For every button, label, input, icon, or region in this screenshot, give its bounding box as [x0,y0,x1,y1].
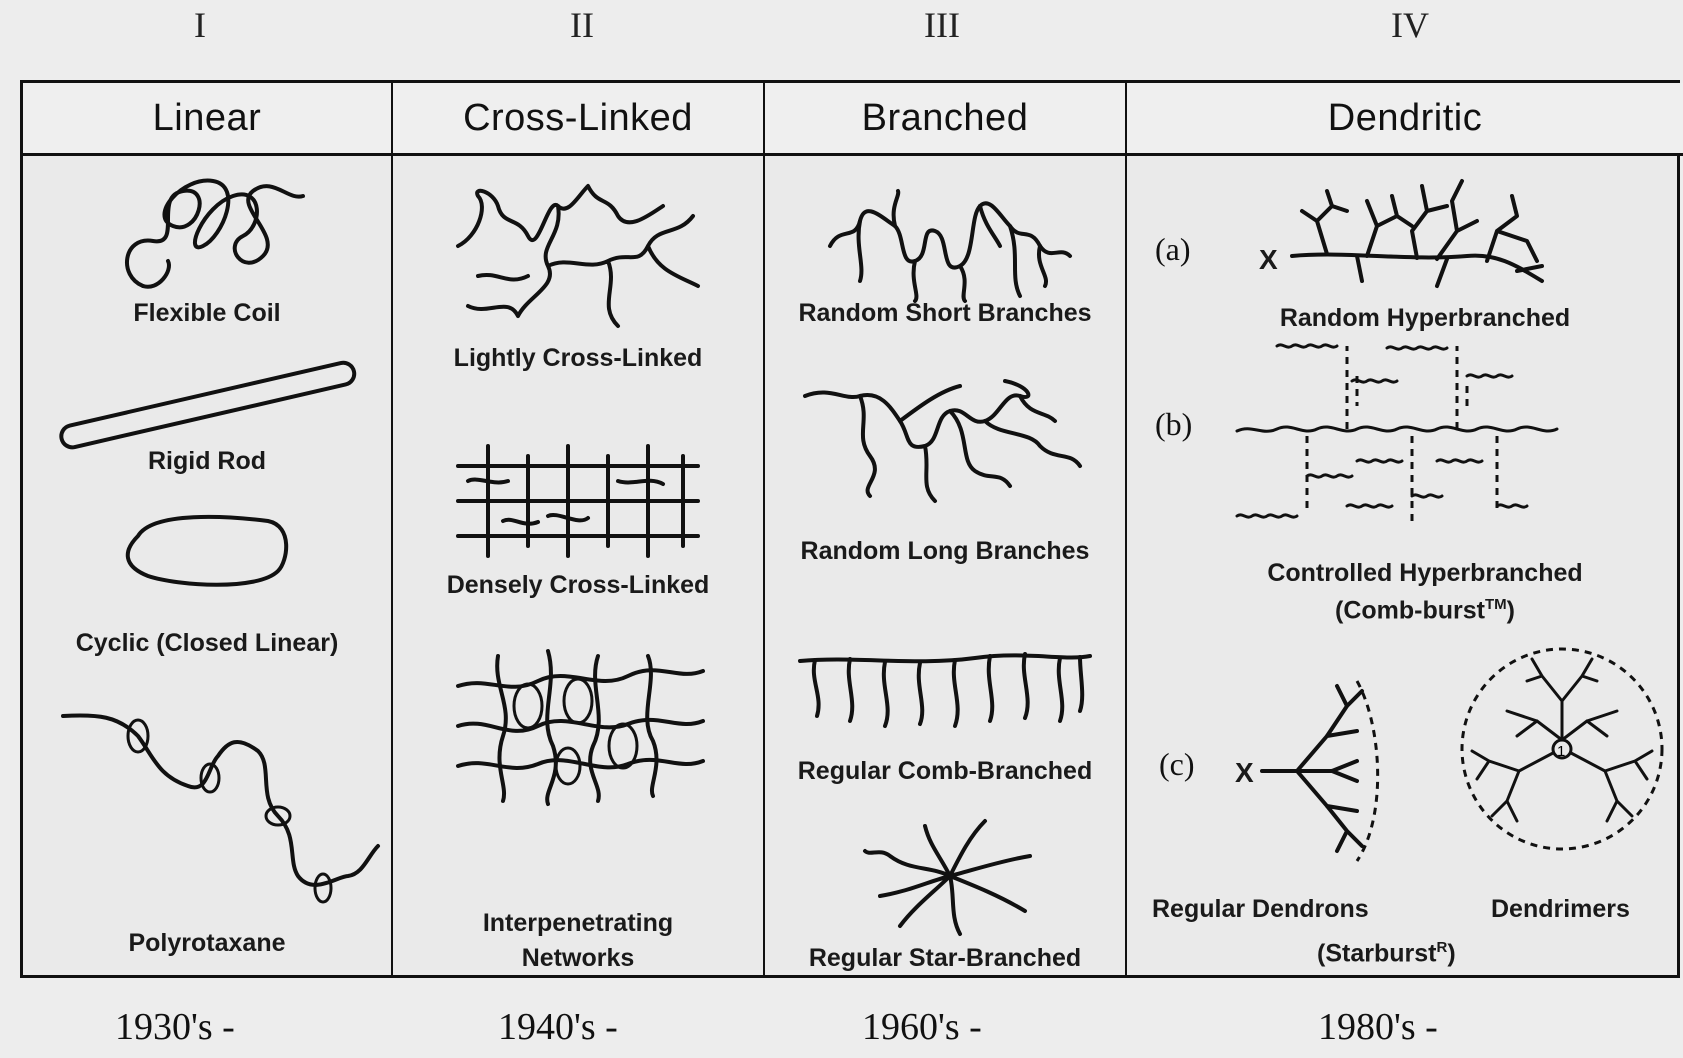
era-decade-3: 1960's - [862,1005,982,1049]
caption-networks: Networks [393,941,763,975]
label-a: (a) [1155,231,1191,268]
caption-comb-burst: (Comb-burstTM) [1167,588,1683,627]
random-long-branches-figure [800,376,1090,506]
caption-random-long-branches: Random Long Branches [765,534,1125,568]
regular-dendron-figure [1257,666,1387,866]
dendrimer-core-label: 1 [1557,743,1565,760]
era-decade-2: 1940's - [498,1005,618,1049]
column-linear: Linear Flexible Coil Rigid Rod Cyclic (C… [23,83,393,975]
caption-interpenetrating: Interpenetrating [393,906,763,940]
column-header-crosslinked: Cross-Linked [393,83,763,156]
rigid-rod-figure [48,366,368,446]
era-numeral-2: II [570,4,594,46]
regular-comb-branched-figure [795,646,1095,736]
focal-point-a: X [1259,243,1278,277]
column-header-branched: Branched [765,83,1125,156]
random-short-branches-figure [820,186,1080,306]
column-header-linear: Linear [23,83,391,156]
polyrotaxane-figure [58,706,378,916]
caption-regular-star-branched: Regular Star-Branched [765,941,1125,975]
densely-crosslinked-figure [448,436,708,566]
controlled-hyperbranched-figure [1227,336,1567,546]
caption-regular-comb-branched: Regular Comb-Branched [765,754,1125,788]
era-decade-4: 1980's - [1318,1005,1438,1049]
column-dendritic: Dendritic (a) X Random Hyperbranched (b)… [1127,83,1683,975]
caption-random-short-branches: Random Short Branches [765,296,1125,330]
caption-controlled-hyperbranched: Controlled Hyperbranched [1167,556,1683,590]
caption-flexible-coil: Flexible Coil [23,296,391,330]
era-numeral-3: III [924,4,960,46]
regular-star-branched-figure [860,816,1040,936]
caption-random-hyperbranched: Random Hyperbranched [1167,301,1683,335]
column-header-dendritic: Dendritic [1127,83,1683,156]
era-numeral-4: IV [1391,4,1429,46]
era-numeral-1: I [194,4,206,46]
focal-point-c: X [1235,756,1254,790]
caption-cyclic: Cyclic (Closed Linear) [23,626,391,660]
cyclic-figure [118,506,298,596]
label-b: (b) [1155,406,1192,443]
column-crosslinked: Cross-Linked Lightly Cross-Linked Densel… [393,83,765,975]
caption-rigid-rod: Rigid Rod [23,444,391,478]
dendrimer-figure: 1 [1457,641,1667,856]
caption-starburst: (StarburstR) [1317,931,1456,970]
era-decade-1: 1930's - [115,1005,235,1049]
flexible-coil-figure [113,166,313,296]
caption-lightly-crosslinked: Lightly Cross-Linked [393,341,763,375]
caption-dendrimers: Dendrimers [1491,892,1630,926]
label-c: (c) [1159,746,1195,783]
interpenetrating-networks-figure [448,646,708,806]
lightly-crosslinked-figure [448,176,708,336]
column-branched: Branched Random Short Branches Random Lo… [765,83,1127,975]
caption-polyrotaxane: Polyrotaxane [23,926,391,960]
caption-densely-crosslinked: Densely Cross-Linked [393,568,763,602]
random-hyperbranched-figure [1287,171,1547,301]
caption-regular-dendrons: Regular Dendrons [1152,892,1369,926]
polymer-architecture-table: Linear Flexible Coil Rigid Rod Cyclic (C… [20,80,1680,978]
